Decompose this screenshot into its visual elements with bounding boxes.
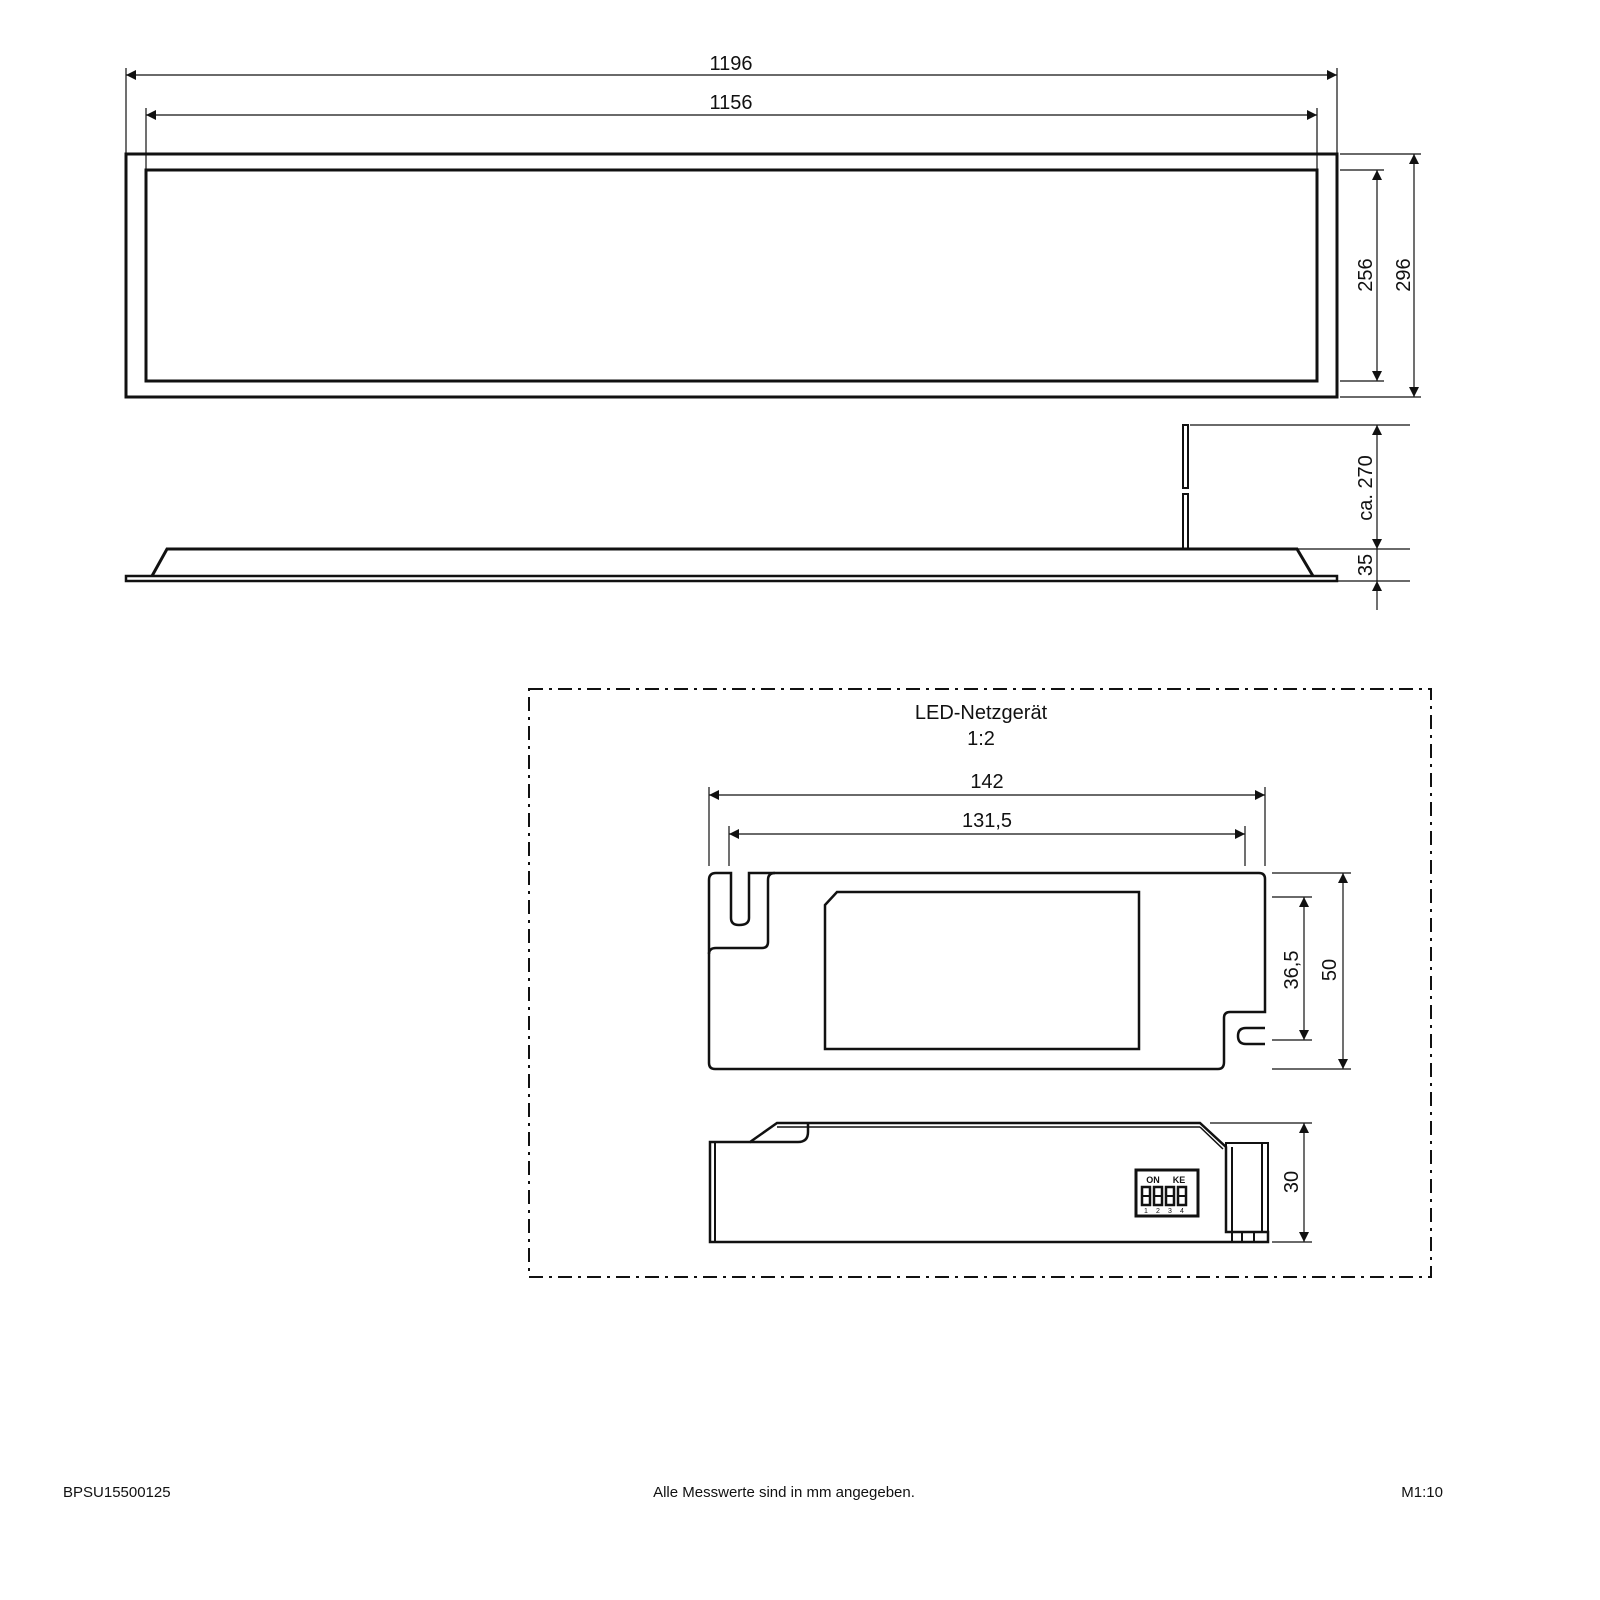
dip-position-2: 2 xyxy=(1156,1208,1160,1215)
dimension-driver-mount-spacing: 131,5 xyxy=(728,810,1246,866)
dim-label-ca-270: ca. 270 xyxy=(1355,455,1377,521)
driver-housing-profile xyxy=(708,1121,1270,1244)
drawing-scale: M1:10 xyxy=(1401,1484,1443,1501)
driver-side-view xyxy=(708,1121,1270,1244)
driver-terminal-block xyxy=(1225,1142,1269,1233)
suspension-wire-lower xyxy=(1182,493,1189,550)
dim-label-36-5: 36,5 xyxy=(1281,951,1303,990)
dip-position-1: 1 xyxy=(1144,1208,1148,1215)
driver-detail-frame xyxy=(528,688,1432,1278)
driver-mounting-tab-left xyxy=(707,871,776,955)
dimension-inner-width: 256 xyxy=(1340,169,1384,382)
dimension-height: 35 xyxy=(1355,549,1382,610)
dim-label-131-5: 131,5 xyxy=(962,810,1012,832)
dim-label-296: 296 xyxy=(1393,258,1415,291)
dim-label-35: 35 xyxy=(1355,554,1377,576)
dimension-overall-width: 296 xyxy=(1340,153,1421,398)
dimension-driver-length: 142 xyxy=(708,771,1266,866)
dip-position-4: 4 xyxy=(1180,1208,1184,1215)
suspension-wire-upper xyxy=(1182,424,1189,489)
dip-label-on: ON xyxy=(1146,1175,1160,1185)
dimension-driver-mount-width: 36,5 xyxy=(1272,896,1312,1041)
dip-switch-toggles xyxy=(1140,1185,1188,1207)
driver-label-area xyxy=(823,890,1141,1051)
driver-scale: 1:2 xyxy=(967,728,995,750)
luminaire-side-view xyxy=(124,424,1339,583)
dim-label-1156: 1156 xyxy=(709,92,752,114)
dim-label-142: 142 xyxy=(970,771,1003,793)
dimension-overall-length: 1196 xyxy=(125,53,1338,154)
luminaire-outer-frame xyxy=(124,152,1339,399)
dimension-suspension-height: ca. 270 xyxy=(1190,424,1410,582)
dip-position-3: 3 xyxy=(1168,1208,1172,1215)
dimension-inner-length: 1156 xyxy=(145,92,1318,170)
dim-label-50: 50 xyxy=(1319,959,1341,981)
driver-title: LED-Netzgerät xyxy=(915,702,1048,724)
luminaire-light-area xyxy=(144,168,1319,383)
dip-label-ke: KE xyxy=(1173,1175,1186,1185)
measurement-note: Alle Messwerte sind in mm angegeben. xyxy=(653,1484,915,1501)
luminaire-frame-profile xyxy=(124,574,1339,583)
article-number: BPSU15500125 xyxy=(63,1484,171,1501)
driver-top-view xyxy=(707,871,1267,1071)
dim-label-1196: 1196 xyxy=(709,53,752,75)
dim-label-256: 256 xyxy=(1355,258,1377,291)
driver-housing-outline xyxy=(707,871,1267,1071)
driver-mounting-slot-right xyxy=(1236,1026,1265,1046)
dim-label-30: 30 xyxy=(1281,1171,1303,1193)
luminaire-body-profile xyxy=(150,547,1315,577)
luminaire-top-view xyxy=(124,152,1339,399)
dimension-driver-height: 30 xyxy=(1210,1122,1312,1243)
dimension-driver-width: 50 xyxy=(1272,872,1351,1070)
dip-switch: ON KE 1 2 3 4 xyxy=(1134,1168,1200,1218)
